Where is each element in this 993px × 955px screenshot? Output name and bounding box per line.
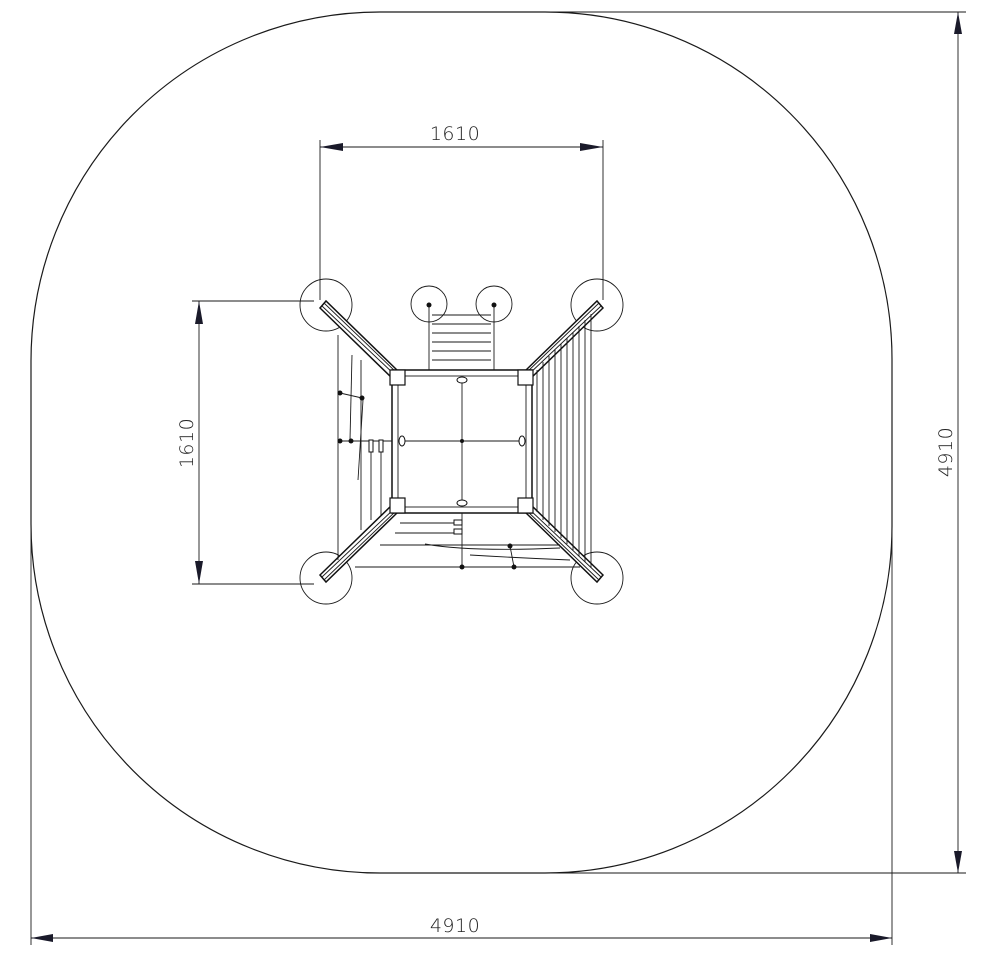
corner-post-circle-br: [570, 551, 624, 605]
diagonal-beam-bl: [318, 503, 400, 584]
left-wall-net: [337, 335, 392, 560]
dimension-label-left: 1610: [176, 418, 198, 468]
dimension-bottom: 4910: [30, 524, 893, 945]
dimension-label-top: 1610: [430, 123, 480, 145]
corner-bracket-tl: [389, 369, 406, 386]
corner-post-circle-bl: [299, 551, 353, 605]
dimension-top: 1610: [319, 123, 604, 300]
climbing-frame: [299, 278, 624, 605]
dimension-label-bottom: 4910: [430, 915, 480, 937]
corner-post-circle-tr: [570, 278, 624, 332]
corner-bracket-bl: [389, 497, 406, 514]
dimension-right: 4910: [545, 11, 966, 874]
right-wall-slats: [536, 314, 592, 568]
corner-post-circle-tl: [299, 278, 353, 332]
corner-bracket-br: [517, 497, 534, 514]
dimension-label-right: 4910: [935, 427, 957, 477]
bottom-wall-net: [355, 513, 580, 570]
dimension-left: 1610: [176, 300, 314, 585]
ladder: [426, 302, 497, 370]
diagonal-beam-tl: [318, 299, 400, 380]
corner-bracket-tr: [517, 369, 534, 386]
